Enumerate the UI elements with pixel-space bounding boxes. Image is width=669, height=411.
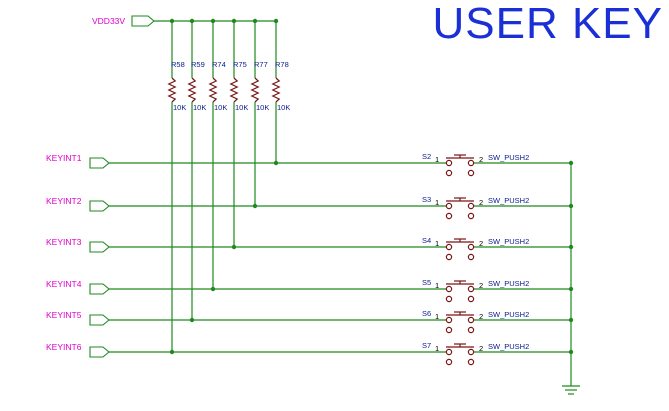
pin-number: 1 — [435, 344, 439, 353]
power-net-label: VDD33V — [92, 16, 125, 26]
resistor: R58 10K — [167, 18, 186, 355]
power-port-shape — [131, 15, 155, 27]
resistor-value-label: 10K — [193, 103, 206, 112]
pin-number: 2 — [479, 312, 483, 321]
power-port: VDD33V — [92, 15, 276, 27]
resistor-value-label: 10K — [214, 103, 227, 112]
switch-pin — [445, 348, 453, 356]
net-port — [89, 157, 110, 169]
net-port — [89, 241, 110, 253]
resistor: R77 10K — [250, 18, 269, 209]
key-row: KEYINT4 1 2 S5 SW_PUSH2 — [46, 278, 574, 303]
switch-pin — [445, 159, 453, 167]
switch-pin — [467, 316, 475, 324]
switch-ref-label: S6 — [422, 309, 431, 318]
resistor-zigzag — [250, 77, 260, 103]
switch-ref-label: S7 — [422, 341, 431, 350]
resistor-zigzag — [167, 77, 177, 103]
resistor-zigzag — [229, 77, 239, 103]
switch-pin — [445, 212, 453, 220]
resistor-ref-label: R74 — [212, 60, 226, 69]
resistor-ref-label: R58 — [171, 60, 185, 69]
switch-pin — [467, 348, 475, 356]
net-port — [89, 346, 110, 358]
key-row: KEYINT5 1 2 S6 SW_PUSH2 — [46, 309, 574, 334]
resistor-value-label: 10K — [277, 103, 290, 112]
switch-part-label: SW_PUSH2 — [488, 196, 529, 205]
switch-pin — [467, 326, 475, 334]
switch-pin — [445, 295, 453, 303]
pin-number: 1 — [435, 198, 439, 207]
net-label: KEYINT4 — [46, 279, 82, 289]
net-label: KEYINT1 — [46, 153, 82, 163]
switch-pin — [467, 169, 475, 177]
resistor: R75 10K — [229, 18, 248, 250]
switch-pin — [445, 243, 453, 251]
net-port — [89, 200, 110, 212]
resistor-value-label: 10K — [256, 103, 269, 112]
switch-pin — [445, 316, 453, 324]
switch-ref-label: S3 — [422, 195, 431, 204]
switch-part-label: SW_PUSH2 — [488, 342, 529, 351]
resistor-zigzag — [187, 77, 197, 103]
switch-pin — [445, 169, 453, 177]
switch-pin — [467, 202, 475, 210]
switch-part-label: SW_PUSH2 — [488, 279, 529, 288]
switch-pin — [445, 285, 453, 293]
resistor: R74 10K — [208, 18, 227, 292]
pin-number: 2 — [479, 155, 483, 164]
switch-ref-label: S4 — [422, 236, 431, 245]
key-row: KEYINT1 1 2 S2 SW_PUSH2 — [46, 152, 574, 177]
pin-number: 1 — [435, 312, 439, 321]
switch-pin — [445, 202, 453, 210]
switch-pin — [467, 243, 475, 251]
switch-pin — [445, 326, 453, 334]
switch-pin — [467, 212, 475, 220]
resistor: R78 10K — [271, 18, 290, 166]
switch-part-label: SW_PUSH2 — [488, 153, 529, 162]
resistor-zigzag — [208, 77, 218, 103]
resistor-bank: R58 10K R59 10K R74 10K R75 10K R77 10K R78 10K — [167, 18, 290, 355]
key-row: KEYINT2 1 2 S3 SW_PUSH2 — [46, 195, 574, 220]
resistor-value-label: 10K — [173, 103, 186, 112]
net-port — [89, 314, 110, 326]
ground-symbol — [562, 163, 580, 395]
resistor-zigzag — [271, 77, 281, 103]
resistor: R59 10K — [187, 18, 206, 323]
key-row: KEYINT3 1 2 S4 SW_PUSH2 — [46, 236, 574, 261]
net-label: KEYINT5 — [46, 310, 82, 320]
switch-part-label: SW_PUSH2 — [488, 310, 529, 319]
resistor-ref-label: R75 — [233, 60, 247, 69]
resistor-value-label: 10K — [235, 103, 248, 112]
pin-number: 2 — [479, 344, 483, 353]
pin-number: 1 — [435, 155, 439, 164]
switch-pin — [467, 253, 475, 261]
resistor-ref-label: R77 — [254, 60, 268, 69]
switch-ref-label: S2 — [422, 152, 431, 161]
switch-pin — [467, 159, 475, 167]
pin-number: 2 — [479, 281, 483, 290]
pin-number: 1 — [435, 239, 439, 248]
pin-number: 1 — [435, 281, 439, 290]
resistor-ref-label: R59 — [191, 60, 205, 69]
resistor-ref-label: R78 — [275, 60, 289, 69]
pin-number: 2 — [479, 239, 483, 248]
net-label: KEYINT6 — [46, 342, 82, 352]
switch-pin — [467, 295, 475, 303]
switch-pin — [467, 285, 475, 293]
pin-number: 2 — [479, 198, 483, 207]
page-title: USER KEY — [432, 0, 663, 48]
switch-ref-label: S5 — [422, 278, 431, 287]
net-port — [89, 283, 110, 295]
switch-part-label: SW_PUSH2 — [488, 237, 529, 246]
net-label: KEYINT2 — [46, 196, 82, 206]
net-label: KEYINT3 — [46, 237, 82, 247]
switch-pin — [467, 358, 475, 366]
switch-pin — [445, 253, 453, 261]
key-row: KEYINT6 1 2 S7 SW_PUSH2 — [46, 341, 574, 366]
switch-pin — [445, 358, 453, 366]
